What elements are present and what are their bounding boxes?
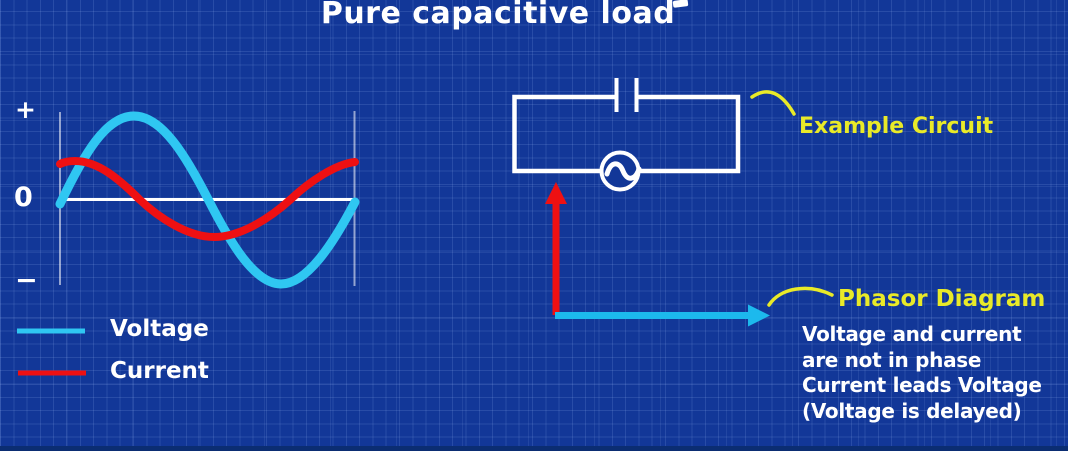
legend-voltage-label: Voltage — [110, 316, 209, 342]
phasor-note-line: are not in phase — [802, 347, 982, 372]
axis-label-zero: 0 — [14, 182, 33, 213]
legend-current-label: Current — [110, 358, 209, 384]
waveform-plot — [17, 111, 360, 376]
voltage-phasor-arrowhead-icon — [748, 304, 770, 327]
example-circuit-label: Example Circuit — [799, 114, 994, 139]
capacitor-icon — [614, 78, 639, 112]
ac-source-icon — [599, 150, 642, 192]
circuit-right-wire — [637, 94, 741, 174]
circuit-diagram — [512, 78, 741, 192]
phasor-diagram — [545, 182, 770, 327]
bottom-edge-strip — [0, 446, 1068, 451]
phasor-diagram-label: Phasor Diagram — [838, 286, 1046, 312]
current-phasor-arrowhead-icon — [545, 182, 567, 204]
phasor-note-line: Current leads Voltage — [802, 373, 1042, 397]
circuit-pointer-curve-icon — [750, 90, 796, 116]
phasor-pointer-curve-icon — [767, 286, 834, 307]
phasor-note-line: (Voltage is delayed) — [802, 398, 1022, 423]
current-curve — [56, 156, 359, 242]
phasor-notes: Voltage and current are not in phase Cur… — [802, 322, 1042, 424]
axis-label-minus: − — [15, 265, 38, 296]
axis-label-plus: + — [15, 95, 36, 124]
page-title: Pure capacitive load — [320, 0, 676, 31]
phasor-note-line: Voltage and current — [802, 322, 1022, 346]
circuit-left-wire — [512, 94, 615, 174]
voltage-curve — [55, 111, 360, 289]
